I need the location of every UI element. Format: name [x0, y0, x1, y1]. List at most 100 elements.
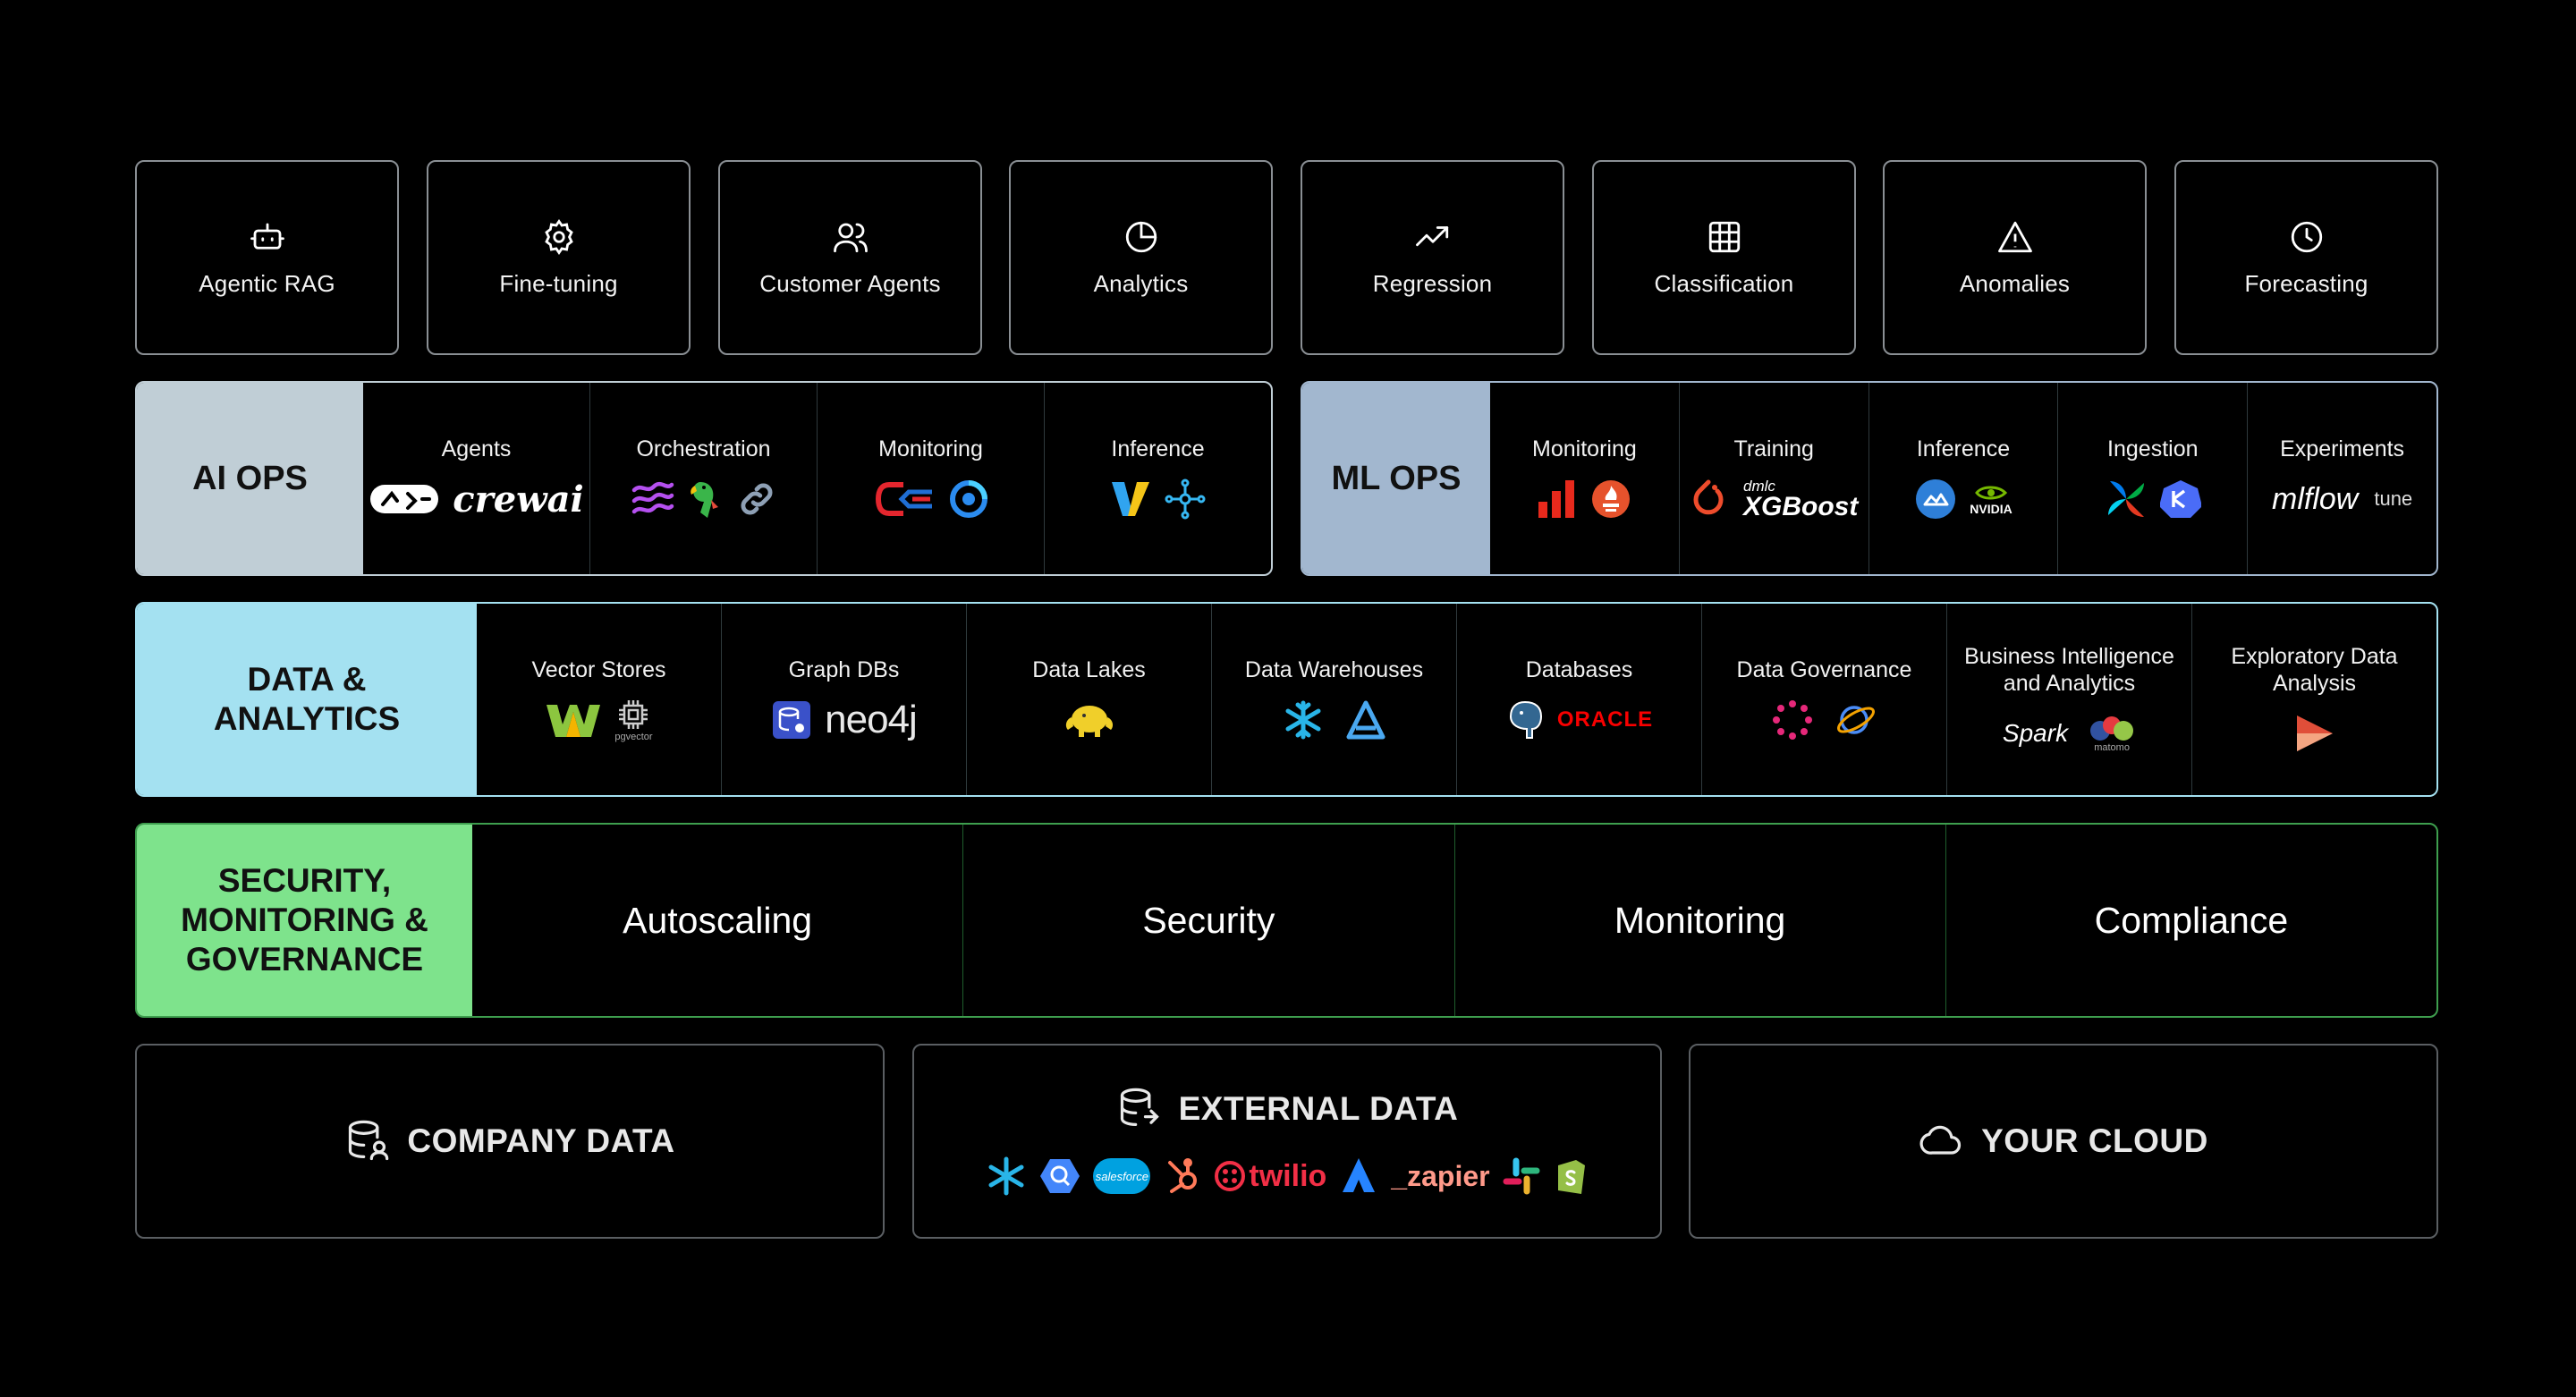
data-vector-stores[interactable]: Vector Stores pgvector: [477, 604, 721, 795]
salesforce-logo: salesforce: [1093, 1158, 1151, 1194]
data-graph-dbs[interactable]: Graph DBs neo4j: [721, 604, 966, 795]
pie-chart-icon: [1125, 221, 1157, 252]
cell-label: Ingestion: [2107, 436, 2199, 461]
external-data-card[interactable]: EXTERNAL DATA salesforce twilio _zapier: [912, 1044, 1662, 1239]
external-data-label: EXTERNAL DATA: [1178, 1090, 1459, 1127]
grid-table-icon: [1708, 221, 1740, 252]
data-analytics-title: DATA & ANALYTICS: [137, 604, 477, 795]
parrot-logo: [690, 482, 718, 518]
kube-logo: [2159, 480, 2201, 518]
external-logos: salesforce twilio _zapier: [986, 1156, 1588, 1197]
use-case-forecasting[interactable]: Forecasting: [2174, 160, 2438, 355]
database-link-icon: [1120, 1088, 1159, 1126]
matomo-text: matomo: [2094, 741, 2130, 753]
shopify-logo: [1557, 1160, 1585, 1194]
neo4j-wordmark: neo4j: [825, 698, 918, 741]
use-case-label: Anomalies: [1959, 269, 2071, 297]
data-business-intelligence[interactable]: Business Intelligence and Analytics Spar…: [1946, 604, 2191, 795]
bar-logo: [1538, 480, 1575, 518]
data-analytics-band: DATA & ANALYTICS Vector Stores pgvector …: [135, 602, 2438, 797]
ai-ops-monitoring[interactable]: Monitoring: [817, 383, 1044, 574]
ml-ops-monitoring[interactable]: Monitoring: [1490, 383, 1679, 574]
bigquery-logo: [1040, 1159, 1080, 1193]
xgboost-wordmark: dmlc XGBoost: [1743, 478, 1858, 521]
dmlc-text: dmlc: [1743, 477, 1775, 495]
robot-icon: [250, 223, 284, 250]
company-data-card[interactable]: COMPANY DATA: [135, 1044, 885, 1239]
security-autoscaling[interactable]: Autoscaling: [623, 899, 813, 941]
ai-ops-inference[interactable]: Inference: [1044, 383, 1271, 574]
orbit-logo: [1836, 706, 1875, 734]
cloud-logo: [1916, 479, 1956, 519]
data-data-governance[interactable]: Data Governance: [1701, 604, 1946, 795]
cell-label: Agents: [441, 436, 512, 461]
use-case-label: Classification: [1654, 269, 1794, 297]
snowflake-logo: [988, 1156, 1024, 1196]
db-logo: [773, 701, 811, 739]
use-case-analytics[interactable]: Analytics: [1009, 160, 1273, 355]
nvidia-logo: NVIDIA: [1970, 483, 2012, 515]
ml-ops-training[interactable]: Training dmlc XGBoost: [1678, 383, 1868, 574]
use-case-label: Regression: [1372, 269, 1493, 297]
arrows-logo: [875, 482, 932, 516]
use-case-label: Analytics: [1093, 269, 1189, 297]
nvidia-text: NVIDIA: [1970, 502, 2012, 516]
use-case-regression[interactable]: Regression: [1301, 160, 1564, 355]
ml-ops-experiments[interactable]: Experiments mlflow tune: [2247, 383, 2436, 574]
network-logo: [1165, 478, 1205, 520]
trending-up-icon: [1415, 225, 1448, 246]
cloud-icon: [1919, 1125, 1962, 1155]
oracle-wordmark: ORACLE: [1556, 707, 1654, 732]
weaviate-logo: [547, 705, 601, 737]
pgvector-logo: pgvector: [614, 698, 653, 742]
xgboost-text: XGBoost: [1743, 491, 1859, 521]
use-case-classification[interactable]: Classification: [1592, 160, 1856, 355]
ml-ops-inference[interactable]: Inference NVIDIA: [1868, 383, 2058, 574]
security-monitoring[interactable]: Monitoring: [1453, 825, 1945, 1016]
link-logo: [741, 483, 772, 515]
twilio-text: twilio: [1249, 1158, 1327, 1193]
ai-ops-band: AI OPS Agents crewai Orchestration Monit…: [135, 381, 1273, 576]
athena-logo: [1346, 700, 1385, 740]
airflow-logo: [2107, 481, 2144, 517]
company-data-label: COMPANY DATA: [407, 1122, 675, 1159]
mlflow-wordmark: mlflow: [2272, 481, 2359, 516]
data-databases[interactable]: Databases ORACLE: [1456, 604, 1701, 795]
triangle-logo: [2296, 715, 2333, 751]
cell-label: Data Governance: [1736, 657, 1912, 682]
cell-label: Exploratory Data Analysis: [2231, 644, 2398, 696]
ai-ops-agents[interactable]: Agents crewai: [363, 383, 589, 574]
postgres-logo: [1509, 700, 1542, 739]
use-case-agentic-rag[interactable]: Agentic RAG: [135, 160, 399, 355]
data-data-warehouses[interactable]: Data Warehouses: [1211, 604, 1456, 795]
waves-logo: [631, 481, 674, 514]
warning-triangle-icon: [1997, 221, 2032, 252]
ml-ops-ingestion[interactable]: Ingestion: [2057, 383, 2247, 574]
spark-wordmark: Spark: [2002, 719, 2069, 747]
cell-label: Databases: [1525, 657, 1633, 682]
users-icon: [833, 223, 868, 252]
use-case-anomalies[interactable]: Anomalies: [1883, 160, 2147, 355]
use-case-fine-tuning[interactable]: Fine-tuning: [427, 160, 691, 355]
ml-ops-band: ML OPS Monitoring Training dmlc XGBoost …: [1301, 381, 2438, 576]
cell-label: Vector Stores: [531, 657, 666, 682]
data-exploratory[interactable]: Exploratory Data Analysis: [2191, 604, 2436, 795]
cell-label: Monitoring: [1532, 436, 1637, 461]
cell-label: Inference: [1916, 436, 2011, 461]
salesforce-text: salesforce: [1095, 1169, 1149, 1183]
security-compliance[interactable]: Compliance: [1945, 825, 2436, 1016]
cell-label: Data Lakes: [1032, 657, 1146, 682]
zapier-wordmark: _zapier: [1391, 1159, 1490, 1192]
use-case-customer-agents[interactable]: Customer Agents: [718, 160, 982, 355]
ml-ops-title: ML OPS: [1302, 383, 1490, 574]
crewai-logo: [370, 485, 439, 513]
your-cloud-card[interactable]: YOUR CLOUD: [1689, 1044, 2438, 1239]
cell-label: Monitoring: [878, 436, 983, 461]
data-data-lakes[interactable]: Data Lakes: [966, 604, 1211, 795]
matomo-logo: matomo: [2088, 715, 2136, 753]
security-security[interactable]: Security: [962, 825, 1453, 1016]
use-case-label: Forecasting: [2244, 269, 2368, 297]
pgvector-text: pgvector: [614, 732, 653, 742]
ai-ops-orchestration[interactable]: Orchestration: [589, 383, 817, 574]
cell-label: Experiments: [2280, 436, 2405, 461]
